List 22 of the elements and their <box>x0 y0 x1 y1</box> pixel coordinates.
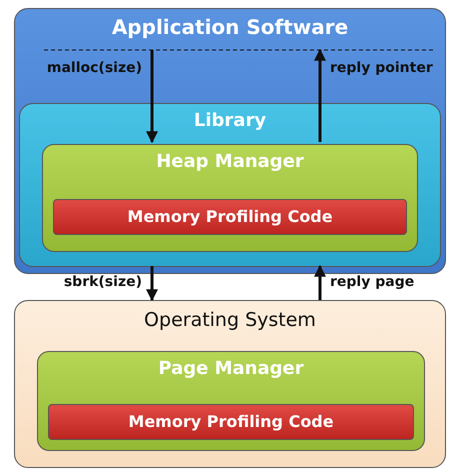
edge-label: sbrk(size) <box>64 274 142 290</box>
library-panel <box>19 103 441 267</box>
edge-label: reply pointer <box>330 60 433 76</box>
box-title: Memory Profiling Code <box>127 411 335 431</box>
arrow <box>146 50 158 144</box>
edge-label: reply page <box>330 274 414 290</box>
box-title: Heap Manager <box>155 150 305 172</box>
manager-box <box>37 351 425 451</box>
box-title: Operating System <box>143 308 317 331</box>
box-title: Page Manager <box>157 357 305 379</box>
box-title: Application Software <box>110 14 350 39</box>
application-panel <box>14 8 446 274</box>
manager-box <box>42 144 418 252</box>
operating-system-panel <box>14 300 446 468</box>
box-title: Library <box>192 109 268 131</box>
arrow <box>314 48 326 142</box>
edge-label: malloc(size) <box>46 60 142 76</box>
arrow <box>146 266 158 302</box>
box-title: Memory Profiling Code <box>126 206 334 226</box>
profiling-code-box <box>48 404 414 440</box>
arrow <box>314 264 326 300</box>
profiling-code-box <box>53 199 407 235</box>
